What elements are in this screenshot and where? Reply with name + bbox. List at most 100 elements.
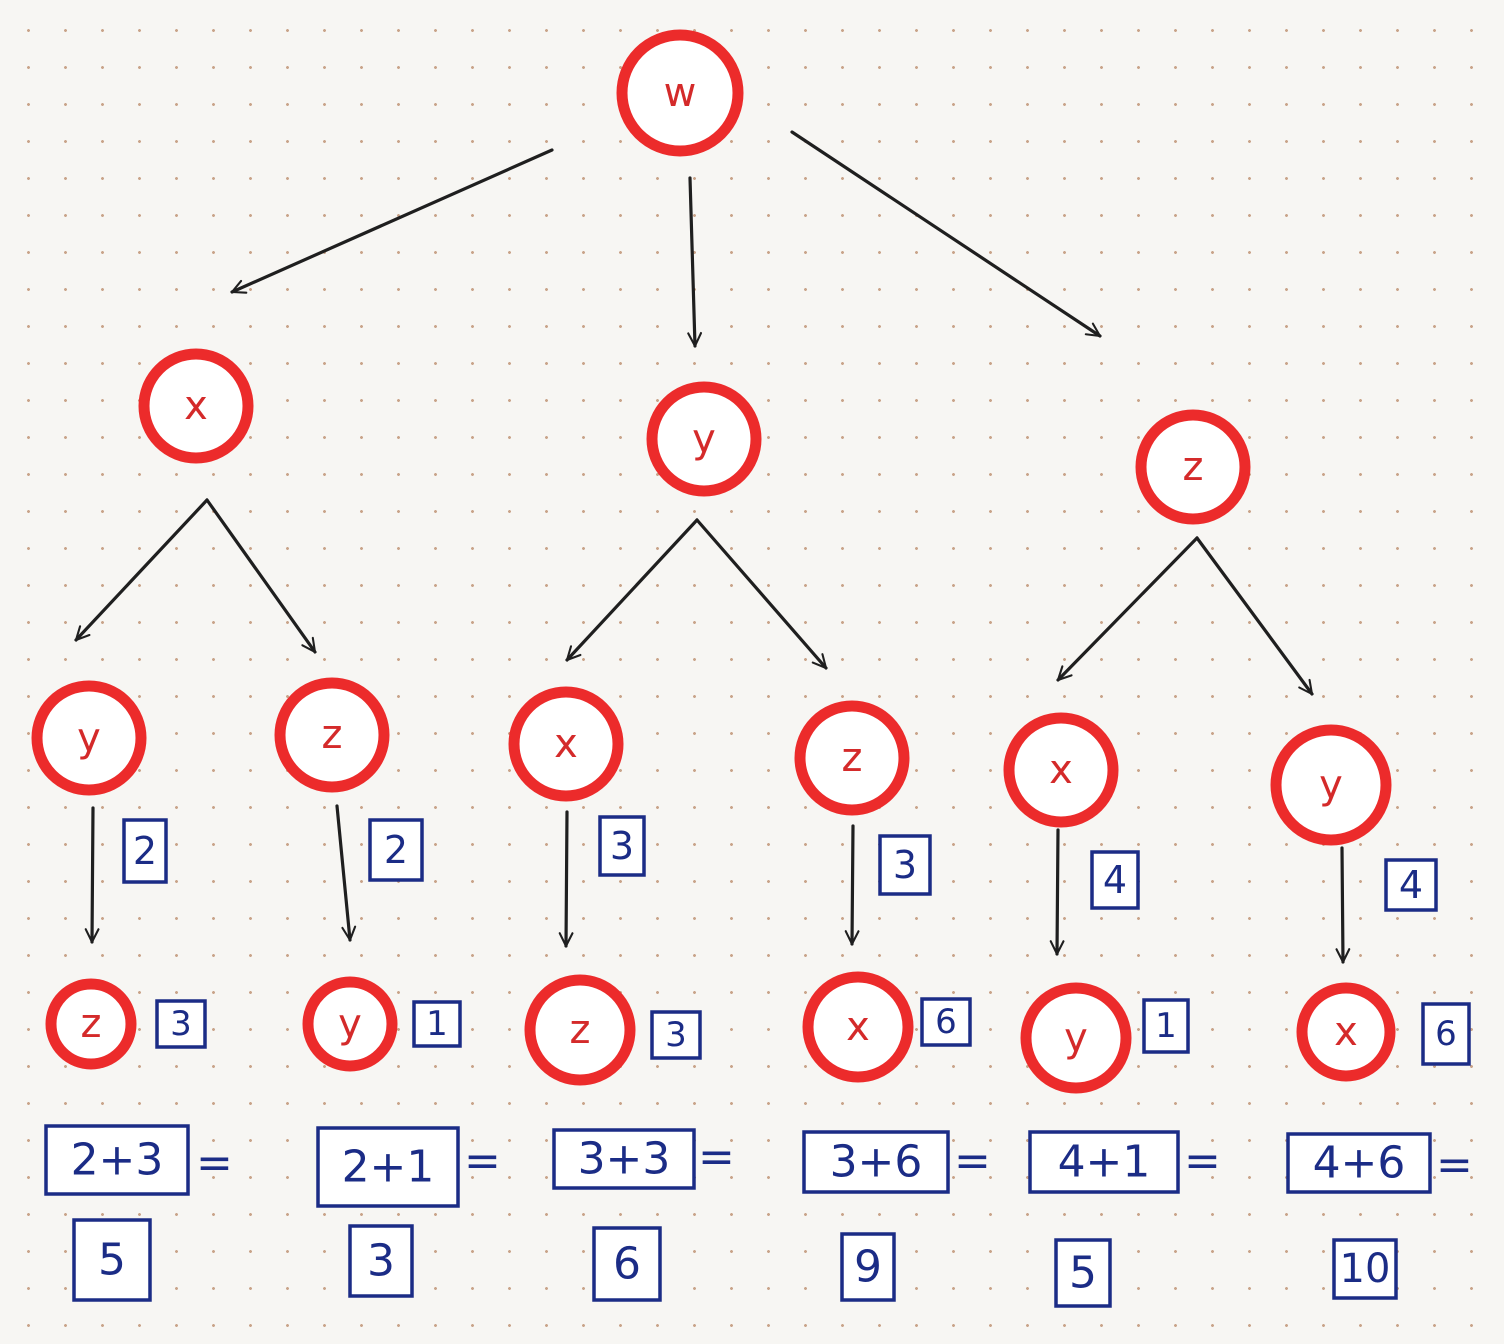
edge-w-y	[687, 176, 703, 348]
edge-z-x-leaf	[844, 824, 860, 946]
node-leaf-x: x	[802, 971, 914, 1083]
edges-root	[230, 130, 1102, 348]
edge-weight-box: 2	[122, 818, 168, 884]
edge-weight-box: 3	[598, 815, 646, 877]
node-label: x	[1049, 747, 1073, 793]
leaf-weight-box: 3	[155, 999, 207, 1049]
sum-expression: 2+1 =	[316, 1126, 501, 1208]
edge-weight-box: 4	[1384, 858, 1438, 912]
svg-text:4+1: 4+1	[1058, 1137, 1151, 1188]
sum-expression: 4+6 =	[1286, 1132, 1473, 1194]
node-label: w	[664, 70, 697, 116]
edge-w-z	[790, 130, 1102, 338]
node-y-x: x	[508, 686, 624, 802]
node-label: x	[554, 721, 578, 767]
edge-x-y-leaf	[1049, 828, 1065, 956]
edge-x-z-leaf	[558, 810, 574, 948]
svg-text:5: 5	[1069, 1248, 1097, 1299]
edges-level2	[84, 804, 1351, 964]
svg-text:3: 3	[610, 824, 634, 868]
leaf-weight-box: 6	[920, 997, 972, 1047]
edges-level1	[74, 498, 1314, 696]
svg-text:9: 9	[854, 1242, 882, 1293]
node-y: y	[646, 381, 762, 497]
sum-result: 10	[1332, 1238, 1398, 1300]
node-root-w: w	[616, 29, 744, 157]
sum-result: 6	[592, 1226, 662, 1302]
edge-w-x	[230, 148, 554, 294]
svg-text:5: 5	[98, 1235, 126, 1286]
leaf-weight-box: 1	[1142, 998, 1190, 1054]
node-y-z: z	[794, 700, 910, 816]
svg-text:2+3: 2+3	[71, 1135, 164, 1186]
node-x-z: z	[274, 677, 390, 793]
svg-text:3+6: 3+6	[830, 1137, 923, 1188]
svg-text:1: 1	[1155, 1006, 1177, 1046]
node-label: y	[1064, 1015, 1088, 1061]
svg-text:3: 3	[665, 1015, 687, 1055]
svg-text:2: 2	[133, 829, 157, 873]
edge-y-x-leaf	[1335, 846, 1351, 964]
node-label: z	[322, 712, 343, 758]
svg-text:1: 1	[426, 1004, 448, 1044]
svg-text:4: 4	[1399, 863, 1423, 907]
node-z: z	[1135, 409, 1251, 525]
node-leaf-z: z	[45, 978, 137, 1070]
svg-text:4+6: 4+6	[1313, 1138, 1406, 1189]
svg-text:2+1: 2+1	[342, 1142, 435, 1193]
node-label: z	[842, 735, 863, 781]
node-leaf-y: y	[302, 976, 398, 1072]
node-label: y	[338, 1001, 362, 1047]
node-leaf-z: z	[524, 974, 636, 1086]
edge-weight-box: 3	[878, 834, 932, 896]
node-label: z	[1183, 444, 1204, 490]
sum-result: 5	[72, 1218, 152, 1302]
node-label: x	[184, 383, 208, 429]
sum-result: 3	[348, 1224, 414, 1298]
edge-weight-box: 2	[368, 818, 424, 882]
sum-expression: 3+3 =	[552, 1128, 735, 1190]
svg-text:4: 4	[1103, 858, 1127, 902]
equals-sign: =	[698, 1132, 735, 1183]
equals-sign: =	[1184, 1136, 1221, 1187]
sum-expression: 2+3 =	[44, 1124, 233, 1196]
leaf-weight-box: 1	[412, 1000, 462, 1048]
node-label: z	[570, 1007, 591, 1053]
leaf-weight-box: 6	[1421, 1002, 1471, 1066]
node-x-y: y	[31, 680, 147, 796]
node-label: y	[692, 416, 716, 462]
sum-expression: 4+1 =	[1028, 1130, 1221, 1194]
sum-result: 9	[840, 1232, 896, 1302]
node-leaf-y: y	[1020, 982, 1132, 1094]
leaf-weight-box: 3	[650, 1010, 702, 1060]
edge-z-y-leaf	[335, 804, 357, 942]
svg-text:6: 6	[613, 1239, 641, 1290]
node-label: y	[1319, 762, 1343, 808]
svg-text:3: 3	[893, 843, 917, 887]
node-x: x	[138, 348, 254, 464]
svg-text:3+3: 3+3	[578, 1134, 671, 1185]
sum-result: 5	[1054, 1238, 1112, 1308]
edge-z-y	[1195, 536, 1314, 696]
svg-text:3: 3	[170, 1004, 192, 1044]
equals-sign: =	[464, 1136, 501, 1187]
equals-sign: =	[954, 1136, 991, 1187]
edge-x-y	[74, 498, 209, 642]
edge-x-z	[205, 498, 317, 654]
equals-sign: =	[1436, 1140, 1473, 1191]
edge-y-z	[695, 518, 828, 670]
node-z-y: y	[1270, 724, 1392, 846]
equals-sign: =	[196, 1138, 233, 1189]
sum-expression: 3+6 =	[802, 1130, 991, 1194]
node-label: x	[1334, 1009, 1358, 1055]
svg-text:3: 3	[367, 1236, 395, 1287]
edge-y-x	[565, 518, 699, 662]
node-label: y	[77, 715, 101, 761]
node-label: x	[846, 1004, 870, 1050]
svg-text:6: 6	[935, 1002, 957, 1042]
svg-text:10: 10	[1340, 1246, 1391, 1292]
edge-z-x	[1056, 536, 1199, 682]
node-leaf-x: x	[1296, 982, 1396, 1082]
edge-weight-box: 4	[1090, 850, 1140, 910]
